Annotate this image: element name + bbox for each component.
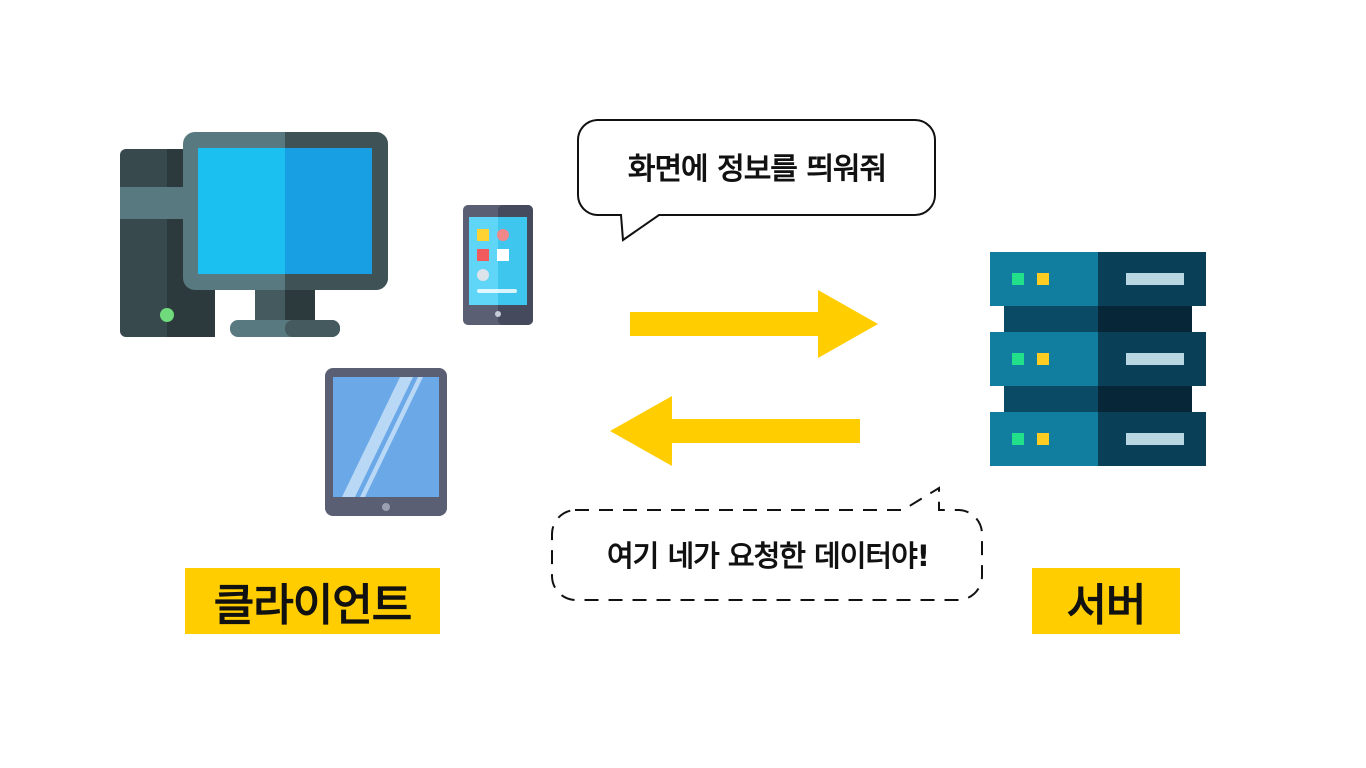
request-arrow-icon [630, 290, 878, 358]
request-bubble-text: 화면에 정보를 띄워줘 [627, 152, 887, 187]
smartphone-icon [463, 205, 533, 325]
tablet-icon [325, 368, 447, 516]
server-rack-icon [990, 252, 1206, 466]
request-bubble-shape [576, 119, 936, 242]
server-label: 서버 [1032, 568, 1180, 634]
response-bubble-shape [550, 486, 984, 601]
desktop-computer-icon [120, 132, 388, 337]
response-bubble-text: 여기 네가 요청한 데이터야! [607, 539, 930, 573]
client-label: 클라이언트 [185, 568, 440, 634]
response-arrow-icon [610, 396, 860, 466]
